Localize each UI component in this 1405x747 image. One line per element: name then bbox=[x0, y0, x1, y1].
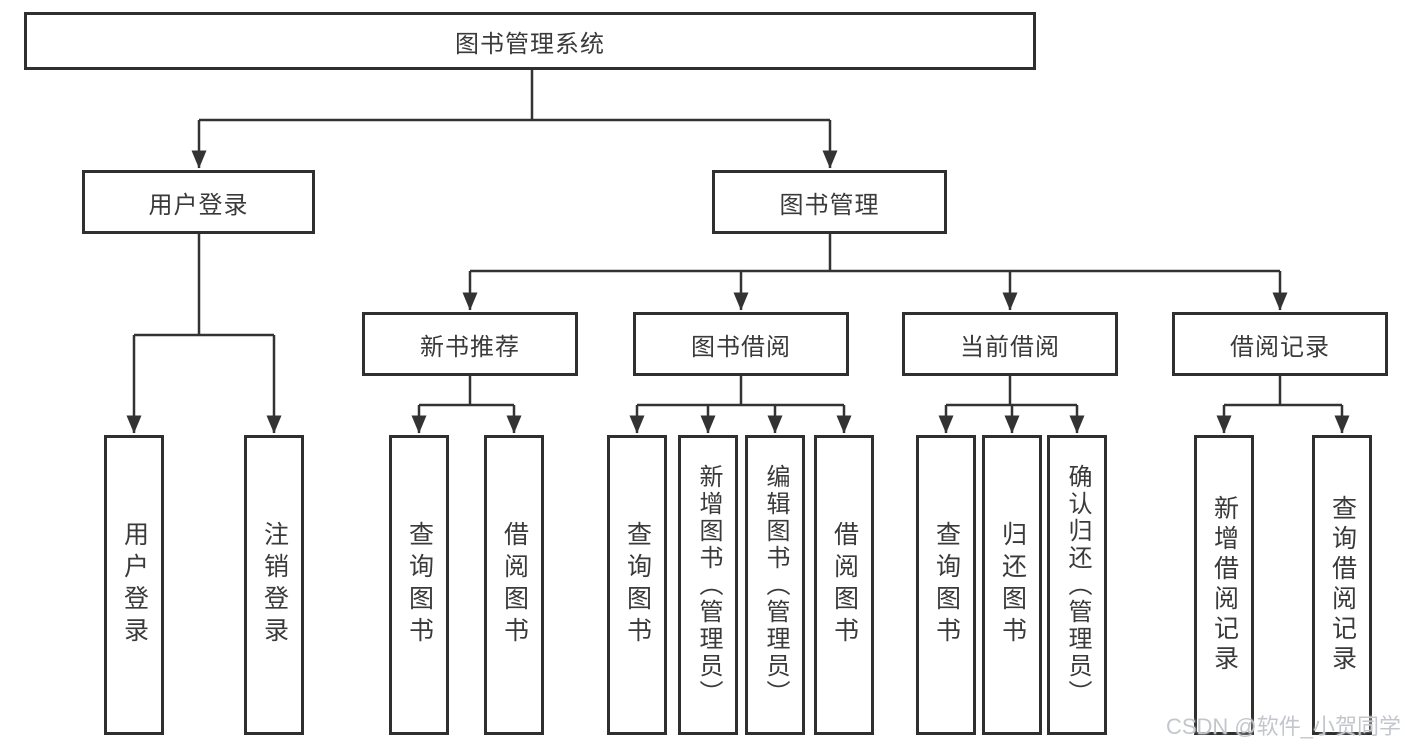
leaf-label: 确认归还（管理员） bbox=[1064, 463, 1091, 707]
node-new-book-recommendation: 新书推荐 bbox=[362, 312, 578, 376]
node-book-management: 图书管理 bbox=[712, 170, 947, 234]
leaf-edit-books-admin: 编辑图书（管理员） bbox=[745, 435, 805, 735]
node-label: 图书管理 bbox=[779, 191, 880, 219]
leaf-label: 查询图书 bbox=[932, 521, 961, 649]
watermark-text: CSDN @软件_小贺同学 bbox=[1165, 714, 1401, 739]
node-label: 借阅记录 bbox=[1230, 333, 1330, 361]
leaf-label: 新增借阅记录 bbox=[1210, 495, 1239, 675]
leaf-user-login: 用户登录 bbox=[104, 435, 164, 735]
leaf-label: 查询图书 bbox=[405, 521, 434, 649]
leaf-label: 编辑图书（管理员） bbox=[762, 463, 789, 707]
node-label: 用户登录 bbox=[148, 191, 249, 219]
leaf-logout: 注销登录 bbox=[244, 435, 304, 735]
leaf-confirm-return-admin: 确认归还（管理员） bbox=[1047, 435, 1107, 735]
leaf-add-borrow-record: 新增借阅记录 bbox=[1194, 435, 1254, 735]
node-current-borrowing: 当前借阅 bbox=[902, 312, 1118, 376]
leaf-label: 新增图书（管理员） bbox=[695, 463, 722, 707]
leaf-label: 归还图书 bbox=[998, 521, 1027, 649]
node-borrowing-records: 借阅记录 bbox=[1172, 312, 1388, 376]
leaf-query-books-borrowing: 查询图书 bbox=[607, 435, 667, 735]
leaf-label: 查询图书 bbox=[623, 521, 652, 649]
leaf-add-books-admin: 新增图书（管理员） bbox=[678, 435, 738, 735]
leaf-borrow-books-borrowing: 借阅图书 bbox=[814, 435, 874, 735]
node-library-management-system: 图书管理系统 bbox=[24, 12, 1036, 70]
node-book-borrowing: 图书借阅 bbox=[633, 312, 849, 376]
leaf-label: 查询借阅记录 bbox=[1328, 495, 1357, 675]
leaf-query-books-recommend: 查询图书 bbox=[389, 435, 449, 735]
node-label: 当前借阅 bbox=[960, 333, 1060, 361]
node-label: 图书管理系统 bbox=[455, 30, 605, 58]
leaf-borrow-books-recommend: 借阅图书 bbox=[484, 435, 544, 735]
node-user-login: 用户登录 bbox=[82, 170, 315, 234]
leaf-label: 用户登录 bbox=[120, 521, 149, 649]
leaf-query-borrow-record: 查询借阅记录 bbox=[1312, 435, 1372, 735]
node-label: 新书推荐 bbox=[420, 333, 520, 361]
node-label: 图书借阅 bbox=[691, 333, 791, 361]
leaf-query-books-current: 查询图书 bbox=[916, 435, 976, 735]
leaf-return-books: 归还图书 bbox=[982, 435, 1042, 735]
leaf-label: 借阅图书 bbox=[500, 521, 529, 649]
leaf-label: 注销登录 bbox=[260, 521, 289, 649]
leaf-label: 借阅图书 bbox=[830, 521, 859, 649]
